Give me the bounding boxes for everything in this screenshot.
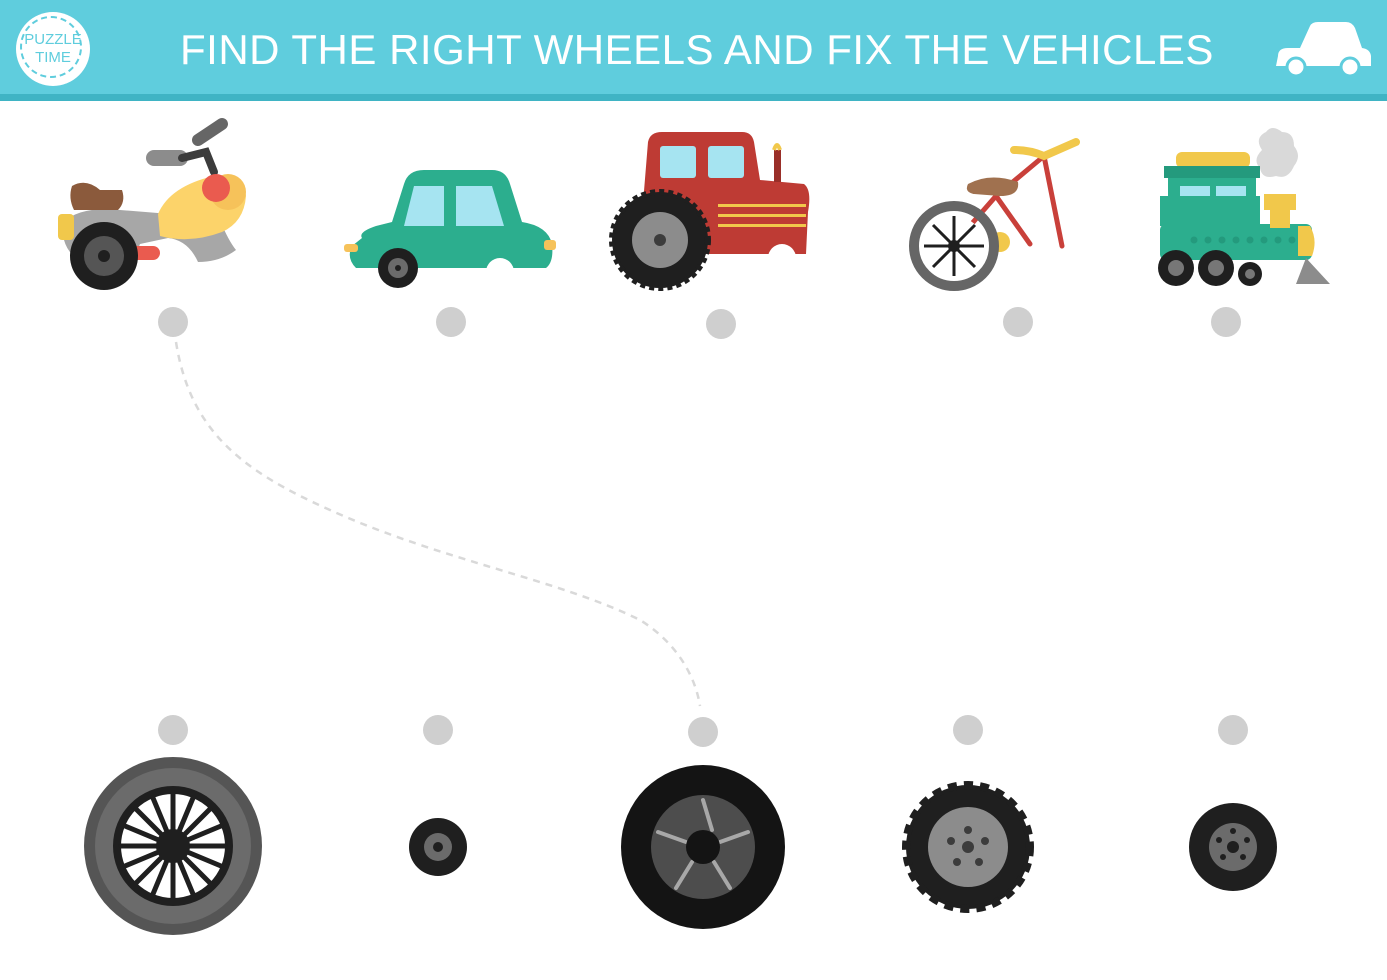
vehicle-dot-motorcycle[interactable]: [158, 307, 188, 337]
tractor-tire-icon[interactable]: [902, 781, 1034, 913]
logo-text-puzzle: PUZZLE: [24, 31, 82, 48]
puzzle-time-logo: PUZZLE TIME: [16, 12, 90, 86]
vehicle-dot-tractor[interactable]: [706, 309, 736, 339]
wheel-dot-tractor-wheel[interactable]: [953, 715, 983, 745]
wheel-dot-bicycle-wheel[interactable]: [158, 715, 188, 745]
logo-text-time: TIME: [35, 49, 71, 66]
motorcycle-icon: [58, 118, 246, 290]
vehicle-dot-train[interactable]: [1211, 307, 1241, 337]
spoked-wheel-icon[interactable]: [84, 757, 262, 935]
tractor-icon: [609, 132, 810, 291]
train-wheel-icon[interactable]: [1189, 803, 1277, 891]
page-title: FIND THE RIGHT WHEELS AND FIX THE VEHICL…: [180, 26, 1214, 73]
steam-train-icon: [1158, 128, 1330, 286]
alloy-wheel-icon[interactable]: [621, 765, 785, 929]
car-silhouette-icon: [1276, 22, 1371, 78]
header-bar: [0, 0, 1387, 94]
example-connection-path: [174, 341, 702, 707]
car-icon: [344, 170, 556, 288]
logo-ring: [20, 16, 82, 78]
vehicle-dot-car[interactable]: [436, 307, 466, 337]
wheel-dot-small-wheel[interactable]: [423, 715, 453, 745]
bicycle-icon: [909, 138, 1080, 291]
header-shadow: [0, 94, 1387, 101]
small-wheel-icon[interactable]: [409, 818, 467, 876]
wheel-dot-motorcycle-wheel[interactable]: [688, 717, 718, 747]
wheel-dot-train-wheel[interactable]: [1218, 715, 1248, 745]
vehicle-dot-bicycle[interactable]: [1003, 307, 1033, 337]
